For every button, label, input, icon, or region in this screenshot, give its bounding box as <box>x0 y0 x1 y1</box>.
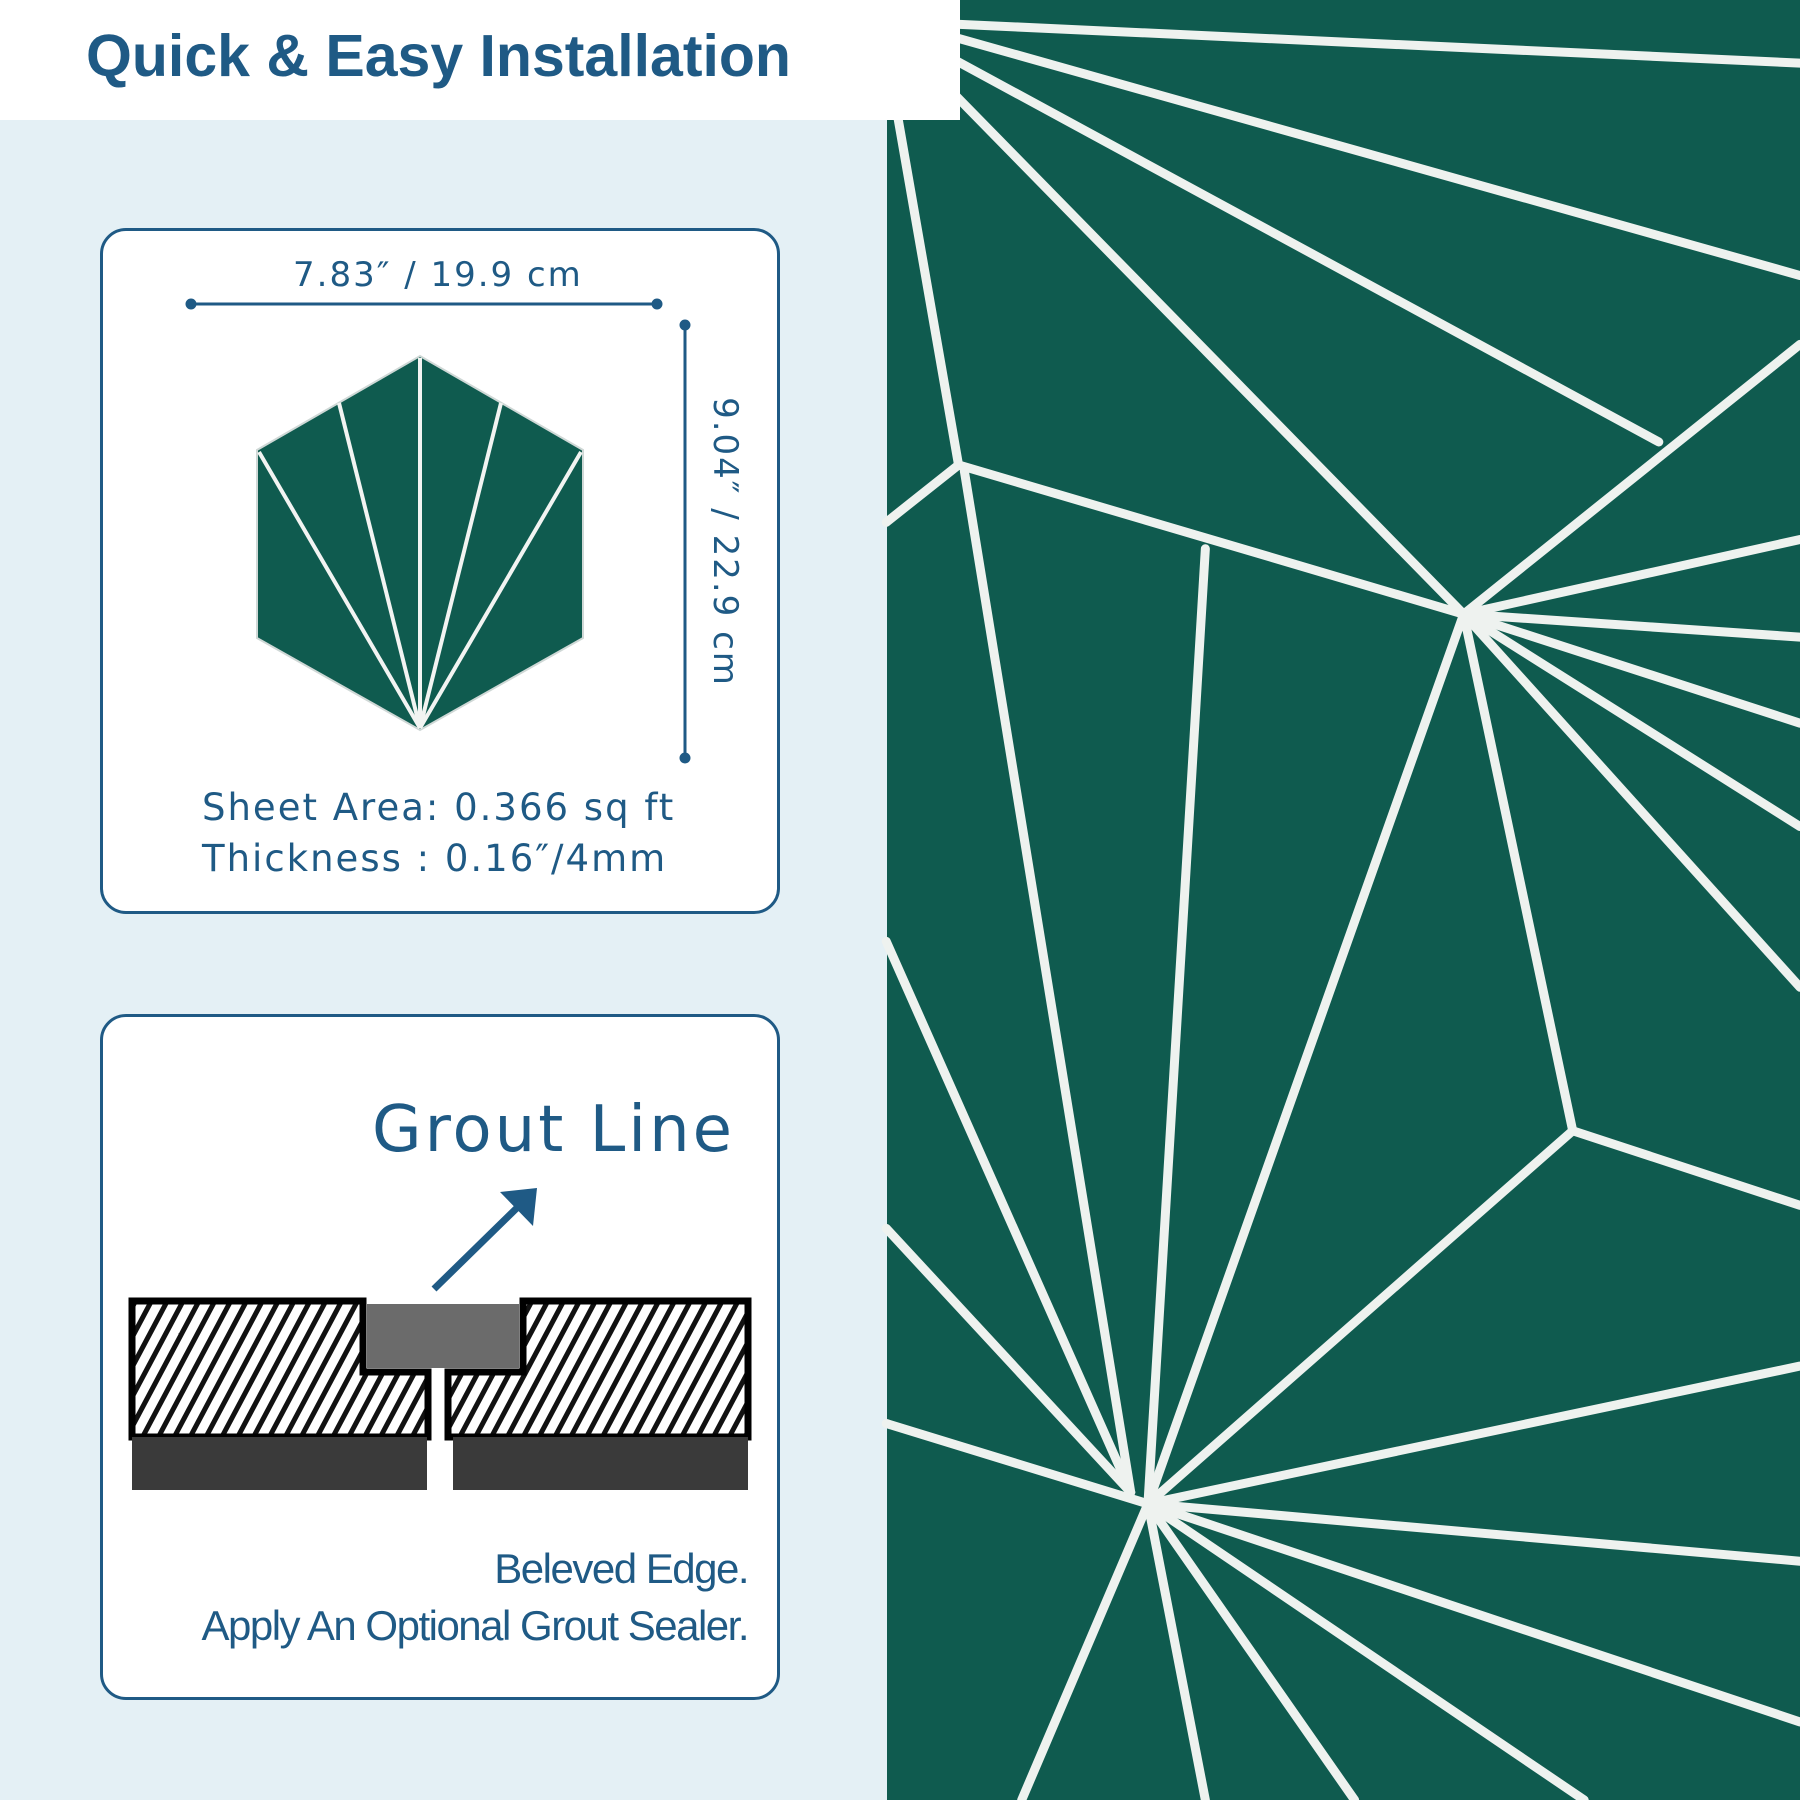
grout-line <box>1459 609 1800 992</box>
grout-line <box>925 18 1800 68</box>
grout-line <box>1143 544 1210 1509</box>
grout-line <box>881 936 1136 1497</box>
beveled-edge-note: Beleved Edge. <box>494 1545 749 1592</box>
width-label: 7.83″ / 19.9 cm <box>293 255 583 295</box>
grout-line <box>890 98 964 470</box>
grout-line-title: Grout Line <box>371 1093 735 1167</box>
tile-left-section <box>128 1297 432 1490</box>
grout-line <box>919 24 1800 281</box>
page-title: Quick & Easy Installation <box>86 23 791 89</box>
grout-line <box>908 47 1469 619</box>
grout-line <box>1143 1499 1800 1727</box>
grout-line <box>954 460 1469 619</box>
grout-line <box>959 466 1136 1497</box>
grout-line <box>913 35 1664 447</box>
thickness-text: Thickness : 0.16″/4mm <box>202 837 668 880</box>
grout-line <box>1459 609 1800 728</box>
grout-line <box>1143 1499 1210 1800</box>
grout-line <box>1143 1499 1360 1800</box>
grout-line <box>1459 609 1578 1136</box>
height-dimension-line <box>679 319 691 764</box>
sheet-area-text: Sheet Area: 0.366 sq ft <box>202 786 676 829</box>
hexagon-tile-icon <box>256 354 584 732</box>
grout-line <box>881 1223 1136 1497</box>
dimension-diagram <box>185 298 691 764</box>
grout-line <box>1143 609 1469 1509</box>
grout-line <box>1459 609 1800 832</box>
grout-fill <box>367 1304 519 1368</box>
grout-line <box>1459 535 1800 619</box>
grout-line <box>1017 1499 1153 1800</box>
grout-line <box>1459 609 1800 642</box>
tile-right-section <box>444 1297 752 1490</box>
grout-line <box>1143 1361 1800 1509</box>
grout-cross-section-diagram <box>128 1188 752 1490</box>
arrow-icon <box>431 1188 537 1292</box>
width-dimension-line <box>185 298 663 310</box>
grout-line <box>1459 339 1800 619</box>
grout-sealer-note: Apply An Optional Grout Sealer. <box>201 1602 749 1649</box>
grout-line <box>1143 1499 1800 1566</box>
header-band <box>0 0 960 120</box>
grout-line <box>881 1418 1153 1509</box>
grout-line <box>881 460 964 527</box>
grout-line <box>1568 1126 1800 1210</box>
grout-line <box>1143 1126 1578 1509</box>
grout-line <box>1143 1499 1589 1800</box>
